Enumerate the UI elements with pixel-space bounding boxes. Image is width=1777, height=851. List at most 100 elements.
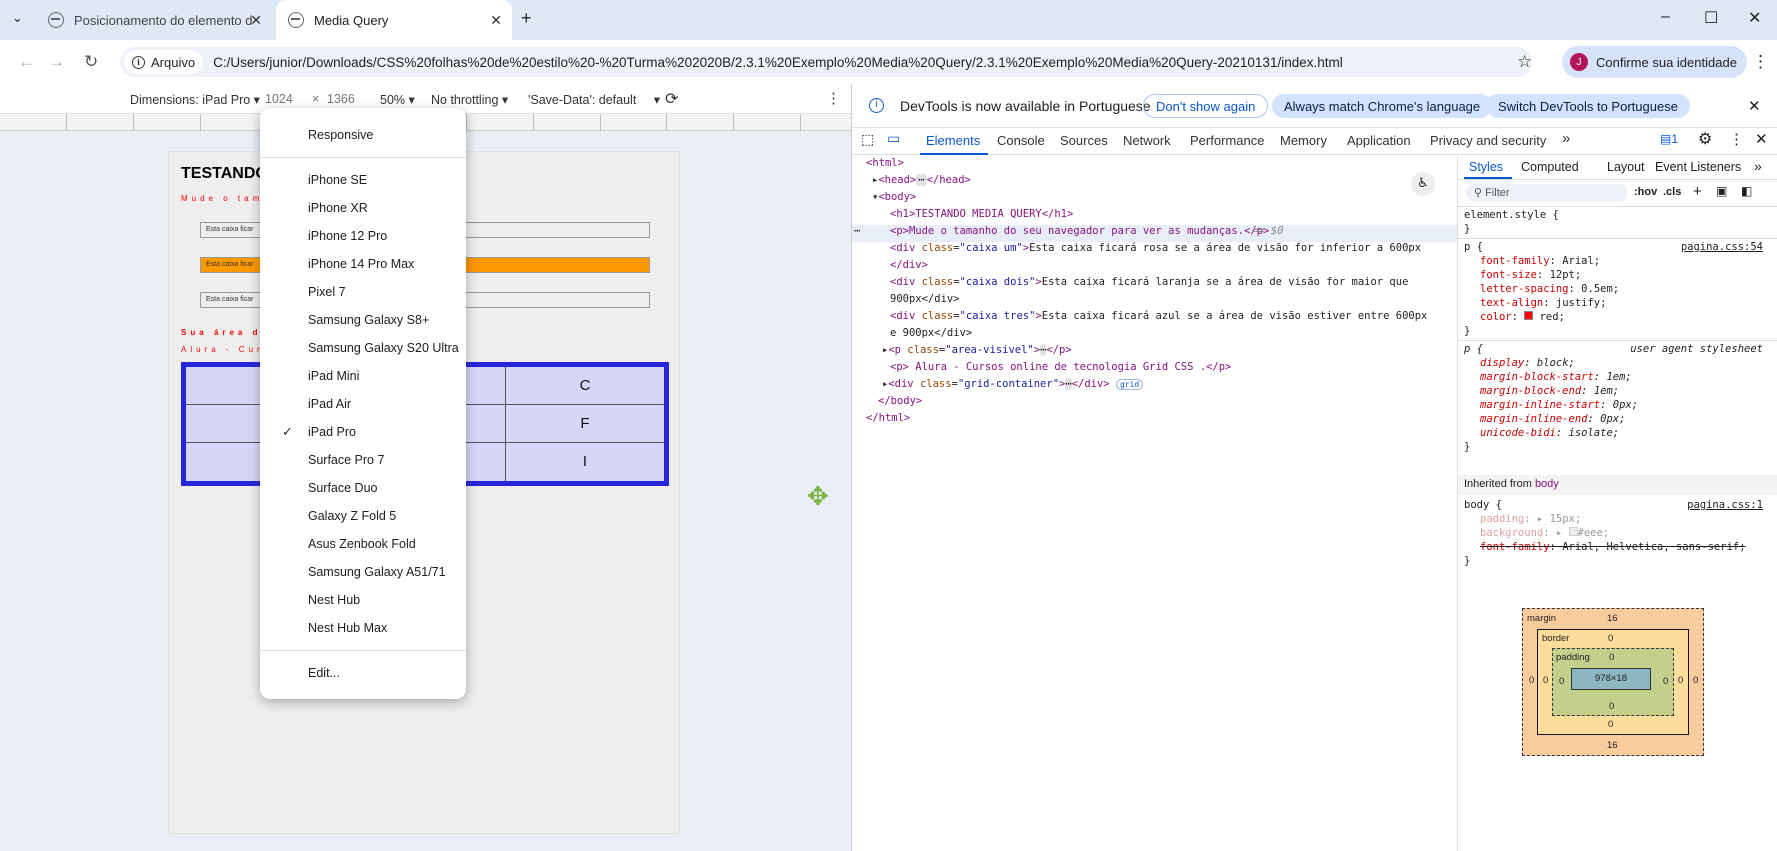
menu-item-edit[interactable]: Edit... bbox=[308, 666, 340, 680]
close-tab-icon[interactable]: ✕ bbox=[250, 11, 262, 28]
cls-toggle[interactable]: .cls bbox=[1663, 186, 1682, 198]
body-rule-source-link[interactable]: pagina.css:1 bbox=[1687, 499, 1763, 511]
site-info-chip[interactable]: i Arquivo bbox=[124, 50, 204, 74]
p-rule-source-link[interactable]: pagina.css:54 bbox=[1680, 241, 1763, 253]
padding-left-value[interactable]: 0 bbox=[1559, 676, 1565, 687]
dom-selected-more-icon[interactable]: ⋯ bbox=[854, 225, 861, 237]
tab-sources[interactable]: Sources bbox=[1060, 133, 1108, 148]
menu-item-ipad-mini[interactable]: iPad Mini bbox=[308, 369, 360, 383]
content-box[interactable]: 978×18 bbox=[1571, 668, 1651, 690]
more-tabs-icon[interactable]: » bbox=[1562, 130, 1571, 147]
new-tab-button[interactable]: + bbox=[521, 8, 532, 28]
menu-item-iphone-se[interactable]: iPhone SE bbox=[308, 173, 368, 187]
menu-item-pixel-7[interactable]: Pixel 7 bbox=[308, 285, 346, 299]
close-infobar-icon[interactable]: ✕ bbox=[1748, 98, 1761, 115]
menu-item-asus-zenbook-fold[interactable]: Asus Zenbook Fold bbox=[308, 537, 416, 551]
tab-console[interactable]: Console bbox=[997, 133, 1045, 148]
browser-menu-icon[interactable]: ⋮ bbox=[1752, 52, 1769, 71]
menu-item-iphone-12-pro[interactable]: iPhone 12 Pro bbox=[308, 229, 388, 243]
menu-item-galaxy-s8[interactable]: Samsung Galaxy S8+ bbox=[308, 313, 430, 327]
forward-icon[interactable]: → bbox=[48, 52, 65, 71]
close-tab-icon[interactable]: ✕ bbox=[490, 11, 502, 28]
paint-icon[interactable]: ▣ bbox=[1716, 184, 1728, 198]
border-left-value[interactable]: 0 bbox=[1543, 675, 1549, 686]
dom-caixa-um[interactable]: <div class="caixa um">Esta caixa ficará … bbox=[890, 242, 1422, 254]
body-rule-selector[interactable]: body { bbox=[1464, 499, 1502, 511]
padding-right-value[interactable]: 0 bbox=[1663, 676, 1669, 687]
tab-privacy-security[interactable]: Privacy and security bbox=[1430, 133, 1547, 148]
issues-badge[interactable]: ▤1 bbox=[1660, 132, 1679, 146]
tab-network[interactable]: Network bbox=[1123, 133, 1171, 148]
back-icon[interactable]: ← bbox=[18, 52, 35, 71]
dont-show-again-button[interactable]: Don't show again bbox=[1143, 94, 1269, 118]
p-prop-color[interactable]: color: red; bbox=[1480, 311, 1565, 323]
tab-posicionamento[interactable]: Posicionamento do elemento d ✕ bbox=[36, 0, 272, 40]
reload-icon[interactable]: ↻ bbox=[84, 52, 99, 71]
sidebar-toggle-icon[interactable]: ◧ bbox=[1741, 184, 1753, 198]
tab-media-query[interactable]: Media Query ✕ bbox=[276, 0, 512, 40]
menu-item-responsive[interactable]: Responsive bbox=[308, 128, 374, 142]
device-toggle-icon[interactable]: ▭ bbox=[887, 130, 901, 146]
menu-item-galaxy-z-fold-5[interactable]: Galaxy Z Fold 5 bbox=[308, 509, 397, 523]
menu-item-nest-hub-max[interactable]: Nest Hub Max bbox=[308, 621, 388, 635]
throttling-select[interactable]: No throttling ▾ bbox=[431, 93, 509, 107]
height-input[interactable]: 1366 bbox=[327, 92, 355, 106]
padding-bottom-value[interactable]: 0 bbox=[1609, 701, 1615, 712]
tab-search-icon[interactable]: ⌄ bbox=[12, 10, 23, 25]
zoom-select[interactable]: 50% ▾ bbox=[380, 93, 415, 107]
dom-caixa-tres[interactable]: <div class="caixa tres">Esta caixa ficar… bbox=[890, 310, 1428, 322]
menu-item-surface-pro-7[interactable]: Surface Pro 7 bbox=[308, 453, 385, 467]
menu-item-iphone-14-pro-max[interactable]: iPhone 14 Pro Max bbox=[308, 257, 415, 271]
dom-html-open[interactable]: <html> bbox=[866, 157, 904, 169]
menu-item-surface-duo[interactable]: Surface Duo bbox=[308, 481, 378, 495]
always-match-language-button[interactable]: Always match Chrome's language bbox=[1272, 94, 1493, 118]
tab-performance[interactable]: Performance bbox=[1190, 133, 1265, 148]
margin-right-value[interactable]: 0 bbox=[1693, 675, 1699, 686]
tab-computed[interactable]: Computed bbox=[1521, 160, 1579, 174]
styles-more-icon[interactable]: » bbox=[1754, 158, 1762, 174]
dom-head-node[interactable]: ▸<head>⋯</head> bbox=[872, 174, 971, 186]
close-window-button[interactable]: ✕ bbox=[1748, 10, 1762, 27]
rotate-icon[interactable]: ⟳ bbox=[665, 91, 679, 108]
width-input[interactable]: 1024 bbox=[265, 92, 293, 106]
menu-item-galaxy-s20-ultra[interactable]: Samsung Galaxy S20 Ultra bbox=[308, 341, 459, 355]
dom-selected-p[interactable]: ⋯<p>Mude o tamanho do seu navegador para… bbox=[852, 225, 1457, 242]
dom-h1[interactable]: <h1>TESTANDO MEDIA QUERY</h1> bbox=[890, 208, 1074, 220]
hov-toggle[interactable]: :hov bbox=[1634, 186, 1658, 198]
margin-bottom-value[interactable]: 16 bbox=[1607, 740, 1618, 751]
tab-styles[interactable]: Styles bbox=[1469, 160, 1504, 174]
dom-grid-container[interactable]: ▸<div class="grid-container">⋯</div> gri… bbox=[882, 378, 1144, 390]
save-data-select[interactable]: 'Save-Data': default ▾ bbox=[528, 93, 661, 107]
p-rule-selector[interactable]: p { bbox=[1464, 241, 1483, 253]
switch-to-portuguese-button[interactable]: Switch DevTools to Portuguese bbox=[1486, 94, 1690, 118]
ua-rule-selector[interactable]: p { bbox=[1464, 343, 1483, 355]
dom-area-visivel[interactable]: ▸<p class="area-visivel">⋯</p> bbox=[882, 344, 1072, 356]
dom-body-node[interactable]: ▾<body> bbox=[872, 191, 917, 203]
address-bar[interactable]: i Arquivo C:/Users/junior/Downloads/CSS%… bbox=[120, 47, 1532, 77]
devtools-menu-icon[interactable]: ⋮ bbox=[1729, 131, 1744, 148]
filter-input[interactable]: ⚲ Filter bbox=[1466, 184, 1628, 202]
accessibility-icon[interactable]: ♿ bbox=[1411, 172, 1435, 196]
dom-caixa-dois[interactable]: <div class="caixa dois">Esta caixa ficar… bbox=[890, 276, 1409, 288]
p-prop-letter-spacing[interactable]: letter-spacing: 0.5em; bbox=[1480, 283, 1620, 295]
inspect-element-icon[interactable]: ⬚ bbox=[861, 131, 875, 147]
tab-memory[interactable]: Memory bbox=[1280, 133, 1327, 148]
margin-left-value[interactable]: 0 bbox=[1529, 675, 1535, 686]
border-top-value[interactable]: 0 bbox=[1608, 633, 1614, 644]
menu-item-galaxy-a51-71[interactable]: Samsung Galaxy A51/71 bbox=[308, 565, 446, 579]
border-bottom-value[interactable]: 0 bbox=[1608, 719, 1614, 730]
tab-event-listeners[interactable]: Event Listeners bbox=[1655, 160, 1742, 174]
tab-application[interactable]: Application bbox=[1347, 133, 1411, 148]
dom-alura-p[interactable]: <p> Alura - Cursos online de tecnologia … bbox=[890, 361, 1232, 373]
add-rule-icon[interactable]: + bbox=[1693, 183, 1702, 200]
p-prop-font-family[interactable]: font-family: Arial; bbox=[1480, 255, 1601, 267]
minimize-button[interactable]: – bbox=[1661, 8, 1670, 25]
color-swatch[interactable] bbox=[1524, 311, 1534, 320]
menu-item-iphone-xr[interactable]: iPhone XR bbox=[308, 201, 368, 215]
menu-item-nest-hub[interactable]: Nest Hub bbox=[308, 593, 361, 607]
identity-button[interactable]: J Confirme sua identidade bbox=[1562, 46, 1747, 78]
close-devtools-icon[interactable]: ✕ bbox=[1755, 131, 1768, 148]
device-select[interactable]: Dimensions: iPad Pro ▾ bbox=[130, 93, 260, 107]
p-prop-text-align[interactable]: text-align: justify; bbox=[1480, 297, 1607, 309]
menu-item-ipad-air[interactable]: iPad Air bbox=[308, 397, 352, 411]
